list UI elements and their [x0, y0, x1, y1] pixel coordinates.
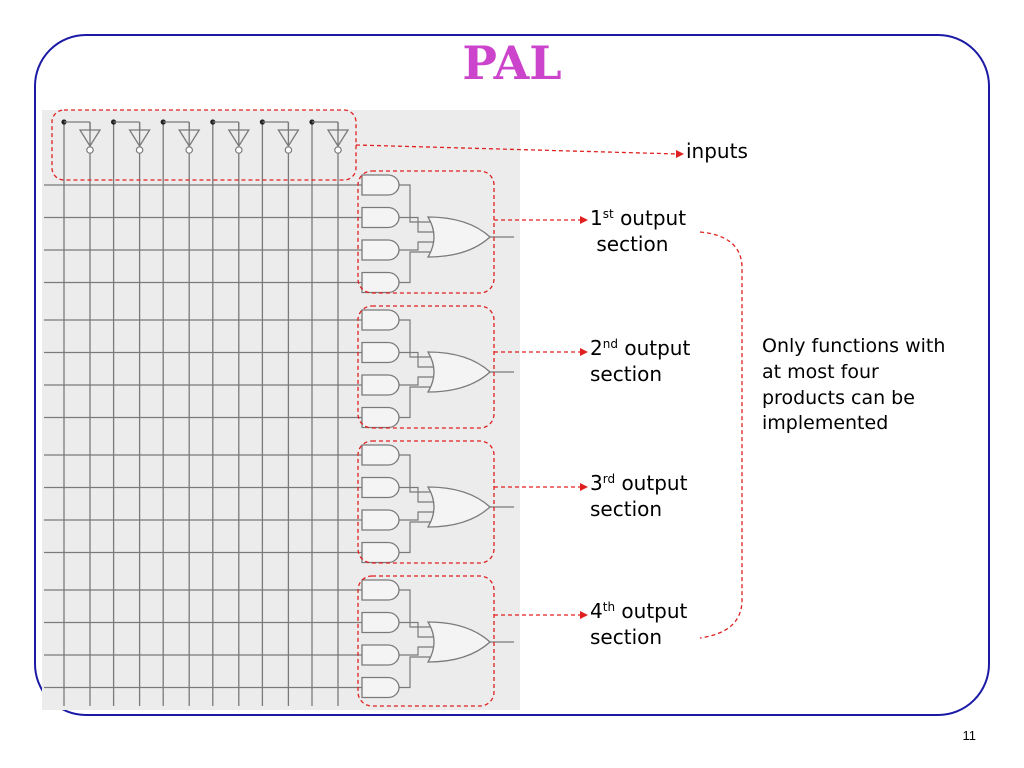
- section-3-label: 3rd output section: [590, 471, 688, 521]
- and-gate: [361, 271, 400, 294]
- and-to-or-wire: [399, 621, 436, 638]
- and-to-or-wire: [399, 386, 436, 419]
- section-3-arrow-head: [580, 483, 588, 491]
- and-gate: [361, 676, 400, 699]
- input-node: [160, 119, 166, 125]
- or-gate: [426, 621, 491, 663]
- inputs-arrow: [355, 144, 679, 155]
- or-gate: [426, 351, 491, 393]
- inversion-bubble: [86, 146, 94, 154]
- and-gate: [361, 611, 400, 634]
- and-gate: [361, 509, 400, 531]
- and-to-or-wire: [399, 646, 436, 656]
- and-gate: [361, 406, 400, 429]
- and-to-or-wire: [399, 656, 436, 689]
- output-section: [361, 309, 514, 429]
- inputs-label: inputs: [686, 139, 748, 163]
- section-highlight-box: [357, 305, 495, 429]
- note-line: implemented: [762, 412, 889, 435]
- inversion-bubble: [135, 146, 144, 154]
- and-gate: [361, 644, 400, 666]
- and-to-or-wire: [399, 376, 436, 386]
- output-section: [361, 579, 514, 699]
- note-line: at most four: [762, 360, 879, 383]
- and-gate: [361, 206, 400, 229]
- section-1-arrow-head: [580, 216, 588, 224]
- input-buffers: [61, 119, 350, 154]
- and-gate: [361, 341, 400, 364]
- and-to-or-wire: [399, 319, 436, 358]
- section-highlight-box: [357, 575, 495, 707]
- and-gate: [361, 239, 400, 261]
- note-line: Only functions with: [762, 335, 946, 357]
- and-gate: [361, 174, 400, 196]
- section-highlight-box: [357, 440, 495, 564]
- inversion-bubble: [235, 146, 243, 154]
- and-gate: [361, 541, 400, 564]
- section-2-label: 2nd output section: [590, 336, 691, 386]
- gate-sections: [361, 174, 514, 699]
- slide-frame: [34, 34, 990, 716]
- and-to-or-wire: [399, 511, 436, 521]
- note-line: products can be: [762, 386, 915, 409]
- or-gate: [426, 216, 491, 258]
- limitation-note: Only functions with at most four product…: [762, 334, 992, 437]
- or-gate: [426, 486, 491, 528]
- and-to-or-wire: [399, 184, 436, 223]
- section-highlight-box: [357, 170, 495, 294]
- callouts: [51, 109, 743, 707]
- diagram-background: [42, 110, 520, 710]
- input-node: [210, 119, 216, 125]
- inputs-arrow-head: [676, 150, 684, 158]
- and-gate: [361, 444, 400, 466]
- slide-title: PAL: [462, 36, 562, 90]
- and-to-or-wire: [399, 589, 436, 628]
- section-4-label: 4th output section: [590, 599, 688, 649]
- inversion-bubble: [284, 146, 293, 154]
- and-to-or-wire: [399, 251, 436, 284]
- section-2-arrow-head: [580, 348, 588, 356]
- inputs-highlight-box: [51, 109, 357, 181]
- and-to-or-wire: [399, 351, 436, 368]
- and-to-or-wire: [399, 521, 436, 554]
- pal-grid: [44, 122, 362, 706]
- and-to-or-wire: [399, 241, 436, 251]
- and-to-or-wire: [399, 454, 436, 493]
- and-to-or-wire: [399, 486, 436, 503]
- section-1-label: 1st output section: [590, 206, 687, 256]
- output-section: [361, 444, 514, 564]
- page-number: 11: [962, 728, 977, 743]
- inversion-bubble: [185, 146, 194, 154]
- section-4-arrow-head: [580, 611, 588, 619]
- inversion-bubble: [334, 146, 342, 154]
- grouping-bracket: [699, 231, 743, 639]
- and-gate: [361, 309, 400, 331]
- and-to-or-wire: [399, 216, 436, 233]
- and-gate: [361, 476, 400, 499]
- and-gate: [361, 579, 400, 601]
- and-gate: [361, 374, 400, 396]
